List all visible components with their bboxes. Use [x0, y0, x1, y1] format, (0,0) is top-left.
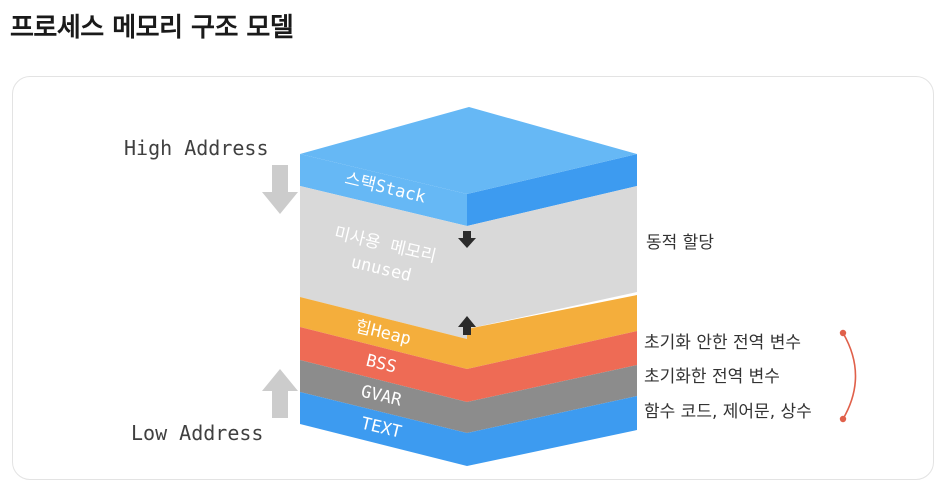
bracket-curve — [839, 329, 857, 423]
unused-side — [467, 186, 637, 329]
block-side-face — [467, 154, 637, 466]
gvar-front — [300, 360, 467, 433]
block-top-face — [300, 107, 637, 194]
stack-side — [467, 154, 637, 226]
unused-front — [300, 186, 467, 339]
heap-side — [467, 295, 637, 369]
bss-front — [300, 327, 467, 402]
text-side — [467, 396, 637, 466]
uninitialized-globals-label: 초기화 안한 전역 변수 — [644, 333, 801, 353]
heap-growth-arrow-icon — [458, 316, 476, 335]
bss-side — [467, 331, 637, 402]
stack-front — [300, 154, 467, 226]
page-title: 프로세스 메모리 구조 모델 — [10, 13, 294, 43]
down-arrow-icon — [262, 165, 298, 214]
code-constants-label: 함수 코드, 제어문, 상수 — [644, 402, 812, 422]
dynamic-allocation-label: 동적 할당 — [646, 233, 714, 253]
stack-growth-arrow-icon — [458, 231, 476, 248]
gvar-side — [467, 365, 637, 433]
low-address-label: Low Address — [131, 421, 263, 445]
text-front — [300, 392, 467, 466]
high-address-label: High Address — [124, 136, 269, 160]
up-arrow-icon — [262, 369, 298, 418]
initialized-globals-label: 초기화한 전역 변수 — [644, 367, 780, 387]
block-front-face — [300, 154, 467, 466]
heap-front — [300, 297, 467, 369]
